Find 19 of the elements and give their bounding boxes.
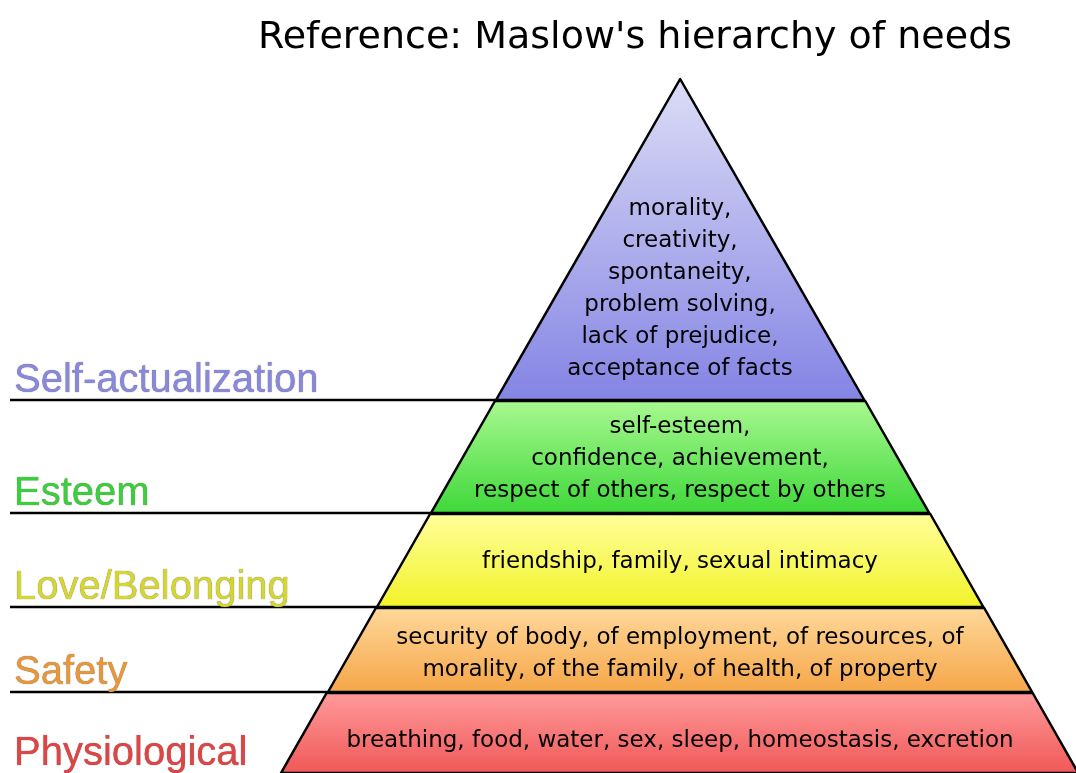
- leader-line: [10, 398, 496, 402]
- leader-line: [10, 690, 328, 694]
- level-label: Esteem: [14, 469, 150, 513]
- level-description: morality, creativity, spontaneity, problem solving, lack of prejudice, acceptance of facts: [567, 194, 793, 380]
- pyramid-level: [429, 400, 931, 513]
- level-description: friendship, family, sexual intimacy: [482, 547, 878, 573]
- level-description: security of body, of employment, of resources, of morality, of the family, of health, of property: [396, 623, 964, 681]
- leader-line: [10, 511, 431, 515]
- pyramid-level: [326, 607, 1034, 692]
- level-description: self-esteem, confidence, achievement, respect of others, respect by others: [474, 412, 886, 502]
- pyramid-level: [280, 692, 1076, 773]
- level-label: Self-actualization: [14, 356, 319, 400]
- level-label: Safety: [14, 648, 128, 692]
- level-label: Physiological: [14, 729, 248, 773]
- title: Reference: Maslow's hierarchy of needs: [258, 12, 1013, 58]
- pyramid-level: [375, 513, 985, 607]
- leader-line: [10, 605, 377, 609]
- level-description: breathing, food, water, sex, sleep, homeostasis, excretion: [346, 726, 1014, 752]
- level-label: Love/Belonging: [14, 563, 290, 607]
